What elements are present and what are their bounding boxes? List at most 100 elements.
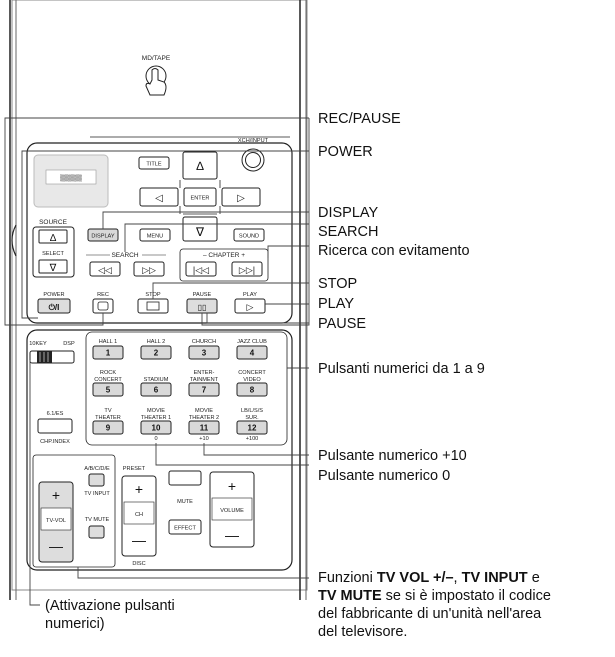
number-2-label: 2 (154, 349, 159, 358)
menu-button[interactable]: MENU (139, 228, 171, 242)
number-3-button[interactable]: 3 (188, 345, 220, 360)
md-tape-button[interactable]: MD/TAPE (142, 55, 171, 96)
tv-control-area: A/B/C/D/E PRESET + TV-VOL — TV INPUT TV … (32, 454, 146, 568)
chapter-next-button[interactable] (231, 261, 263, 277)
movie-theater2-label-2: THEATER 2 (189, 415, 219, 421)
callout-numeric-1-9: Pulsanti numerici da 1 a 9 (318, 361, 485, 377)
display-label: DISPLAY (91, 234, 114, 240)
plus-hundred-label: +100 (246, 436, 259, 442)
number-12-button[interactable]: 12 (236, 420, 268, 435)
number-12-label: 12 (248, 424, 257, 433)
tv-input-button[interactable] (88, 473, 105, 487)
number-4-button[interactable]: 4 (236, 345, 268, 360)
tv-theater-label-2: THEATER (95, 415, 121, 421)
enter-button[interactable] (183, 187, 217, 207)
number-9-button[interactable]: 9 (92, 420, 124, 435)
chp-index-label: CHP.INDEX (40, 439, 70, 445)
callouts: REC/PAUSE POWER DISPLAY SEARCH Ricerca c… (45, 111, 551, 640)
concert-video-label-2: VIDEO (243, 377, 261, 383)
number-10-button[interactable]: 10 (140, 420, 172, 435)
source-down-icon: ∇ (49, 263, 57, 274)
tv-mute-button[interactable] (88, 525, 105, 539)
power-button[interactable]: POWER ⏻/I (37, 292, 71, 314)
display-button[interactable]: DISPLAY (87, 228, 119, 242)
six-one-es-label: 6.1/ES (47, 411, 64, 417)
volume-rocker[interactable]: + VOLUME — (209, 471, 255, 548)
callout-stop: STOP (318, 276, 357, 292)
six-one-es-button[interactable]: 6.1/ES CHP.INDEX (37, 411, 73, 445)
number-1-label: 1 (106, 349, 111, 358)
entertainment-label-2: TAINMENT (190, 377, 219, 383)
rock-label: ROCK (100, 370, 116, 376)
number-8-button[interactable]: 8 (236, 382, 268, 397)
left-arrow-icon: ◁ (155, 193, 163, 204)
surround-label-1: LB/L/S/S (241, 408, 263, 414)
pause-label: PAUSE (193, 292, 212, 298)
number-1-button[interactable]: 1 (92, 345, 124, 360)
plus-icon: + (52, 487, 60, 503)
tenkey-label: 10KEY (29, 341, 47, 347)
left-button[interactable] (139, 187, 179, 207)
play-icon: ▷ (247, 302, 254, 312)
ch-minus-icon: — (132, 532, 146, 548)
effect-label: EFFECT (174, 526, 196, 532)
callout-activation-line2: numerici) (45, 616, 105, 632)
source-up-button[interactable] (38, 229, 68, 244)
skip-forward-icon: ▷▷| (239, 265, 255, 275)
callout-pause: PAUSE (318, 316, 366, 332)
search-group: SEARCH ◁◁ ▷▷ (86, 252, 166, 277)
chapter-prev-button[interactable] (185, 261, 217, 277)
callout-numeric-0: Pulsante numerico 0 (318, 468, 450, 484)
volume-plus-icon: + (228, 478, 236, 494)
number-5-button[interactable]: 5 (92, 382, 124, 397)
svg-text:▒▒▒▒▒▒: ▒▒▒▒▒▒ (60, 174, 82, 182)
callout-tv-functions-line1: Funzioni TV VOL +/–, TV INPUT e (318, 570, 540, 586)
tv-mute-label: TV MUTE (85, 517, 110, 523)
right-arrow-icon: ▷ (237, 193, 245, 204)
xch-input-button[interactable]: XCH/INPUT (238, 138, 269, 172)
search-forward-button[interactable] (133, 261, 165, 277)
title-button[interactable]: TITLE (138, 156, 170, 170)
effect-button[interactable]: EFFECT (168, 519, 202, 535)
number-5-label: 5 (106, 386, 111, 395)
skip-back-icon: |◁◁ (193, 265, 209, 275)
mute-button[interactable]: MUTE (168, 470, 202, 505)
number-7-button[interactable]: 7 (188, 382, 220, 397)
rec-button[interactable]: REC (92, 292, 114, 314)
menu-label: MENU (147, 234, 163, 240)
number-6-button[interactable]: 6 (140, 382, 172, 397)
callout-activation-line1: (Attivazione pulsanti (45, 598, 175, 614)
right-button[interactable] (221, 187, 261, 207)
tenkey-dsp-switch[interactable]: 10KEY DSP (29, 341, 75, 364)
rec-label: REC (97, 292, 109, 298)
source-down-button[interactable] (38, 259, 68, 274)
callout-numeric-plus10: Pulsante numerico +10 (318, 448, 467, 464)
volume-label: VOLUME (220, 508, 244, 514)
movie-theater1-label-1: MOVIE (147, 408, 165, 414)
zero-label: 0 (154, 436, 157, 442)
number-2-button[interactable]: 2 (140, 345, 172, 360)
down-button[interactable] (182, 216, 218, 242)
callout-tv-functions-line3: del fabbricante di un'unità nell'area (318, 606, 542, 622)
enter-label: ENTER (191, 196, 210, 202)
church-label: CHURCH (192, 339, 216, 345)
source-up-icon: ∆ (50, 233, 57, 244)
xch-input-label: XCH/INPUT (238, 138, 269, 144)
source-select: SOURCE ∆ SELECT ∇ (32, 219, 75, 278)
leader-lines (4, 117, 310, 606)
cursor-pad: ∆ ◁ ENTER ▷ ∇ (139, 151, 261, 242)
play-button[interactable]: PLAY ▷ (234, 292, 266, 314)
chapter-label: – CHAPTER + (203, 252, 245, 259)
concert-video-label-1: CONCERT (238, 370, 266, 376)
number-8-label: 8 (250, 386, 255, 395)
number-9-label: 9 (106, 424, 111, 433)
callout-power: POWER (318, 144, 373, 160)
number-11-button[interactable]: 11 (188, 420, 220, 435)
stadium-label: STADIUM (144, 377, 169, 383)
rock-concert-label: CONCERT (94, 377, 122, 383)
sound-button[interactable]: SOUND (233, 228, 265, 242)
ch-rocker[interactable]: + CH — DISC (121, 475, 157, 567)
number-6-label: 6 (154, 386, 159, 395)
search-back-button[interactable] (89, 261, 121, 277)
up-button[interactable] (182, 151, 218, 180)
